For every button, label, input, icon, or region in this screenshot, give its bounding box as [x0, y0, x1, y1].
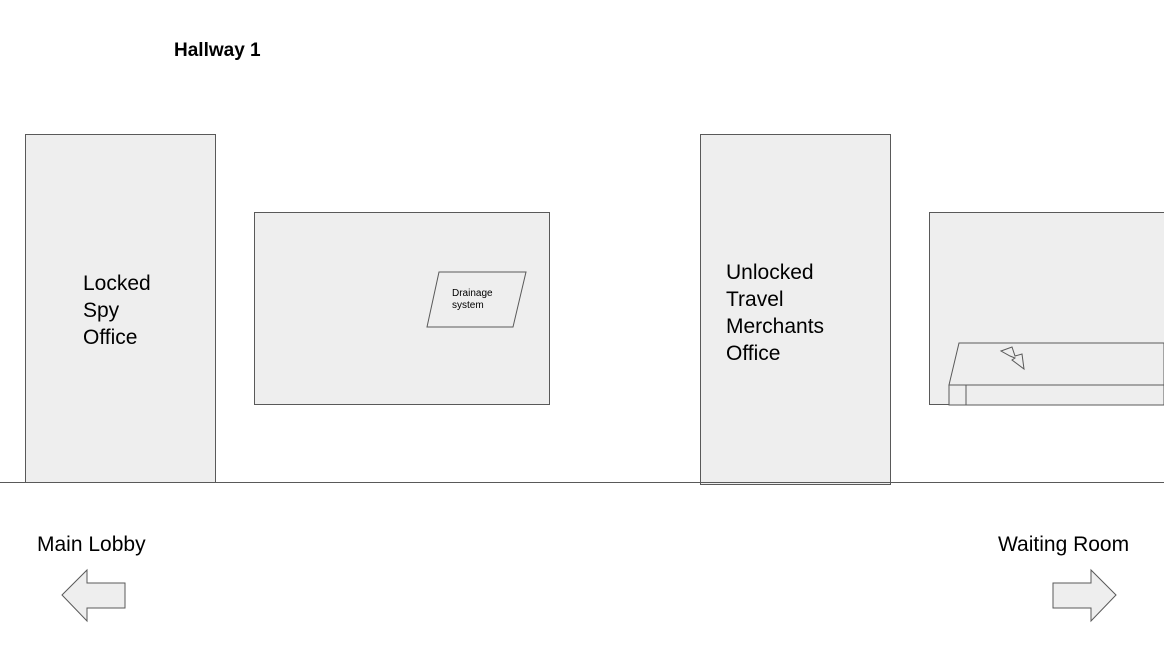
drainage-label: Drainage system — [452, 288, 493, 311]
travel-merchants-office-door[interactable] — [700, 134, 891, 485]
spy-office-label: Locked Spy Office — [83, 272, 151, 349]
drainage-system[interactable] — [426, 271, 527, 328]
floor-line — [0, 482, 1164, 483]
spy-office-door[interactable] — [25, 134, 216, 483]
arrow-left-icon[interactable] — [61, 568, 126, 623]
main-lobby-label[interactable]: Main Lobby — [37, 533, 146, 556]
waiting-room-label[interactable]: Waiting Room — [998, 533, 1130, 556]
page-title: Hallway 1 — [174, 40, 261, 61]
arrow-right-icon[interactable] — [1052, 568, 1117, 623]
lightning-icon[interactable] — [999, 346, 1025, 371]
table-front — [948, 384, 1164, 406]
travel-merchants-office-label: Unlocked Travel Merchants Office — [726, 261, 825, 365]
table-top — [948, 342, 1164, 386]
table[interactable] — [948, 342, 1164, 406]
